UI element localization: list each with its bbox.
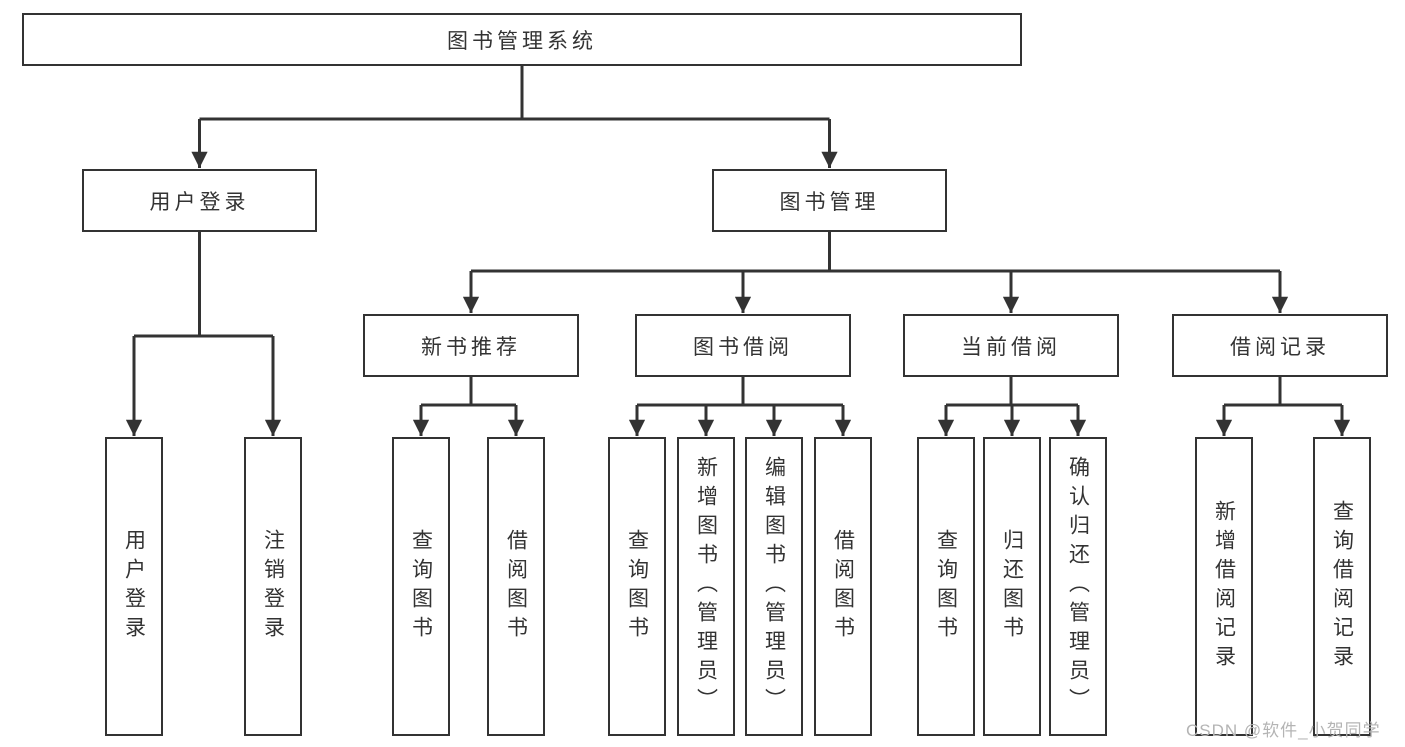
leaf-query-borrow-record: 查询借阅记录 — [1313, 437, 1371, 736]
node-label: 新增借阅记录 — [1212, 499, 1236, 674]
node-label: 查询图书 — [409, 528, 433, 645]
node-label: 图书管理 — [779, 190, 880, 214]
node-label: 查询图书 — [934, 528, 958, 645]
leaf-user-login: 用户登录 — [105, 437, 163, 736]
leaf-confirm-return-admin: 确认归还（管理员） — [1049, 437, 1107, 736]
node-user-login: 用户登录 — [82, 169, 317, 232]
leaf-borrow-books: 借阅图书 — [814, 437, 872, 736]
node-new-book-recommend: 新书推荐 — [363, 314, 579, 377]
node-label: 图书管理系统 — [447, 29, 597, 53]
leaf-query-books-borrow: 查询图书 — [608, 437, 666, 736]
node-label: 注销登录 — [261, 528, 285, 645]
node-label: 用户登录 — [122, 528, 146, 645]
node-label: 确认归还（管理员） — [1066, 456, 1090, 717]
csdn-watermark: CSDN @软件_小贺同学 — [1186, 721, 1381, 740]
node-book-management: 图书管理 — [712, 169, 947, 232]
leaf-borrow-books-recommend: 借阅图书 — [487, 437, 545, 736]
leaf-query-books-current: 查询图书 — [917, 437, 975, 736]
node-book-borrow: 图书借阅 — [635, 314, 851, 377]
leaf-return-books: 归还图书 — [983, 437, 1041, 736]
node-label: 归还图书 — [1000, 528, 1024, 645]
leaf-edit-books-admin: 编辑图书（管理员） — [745, 437, 803, 736]
node-borrow-records: 借阅记录 — [1172, 314, 1388, 377]
leaf-query-books-recommend: 查询图书 — [392, 437, 450, 736]
leaf-add-books-admin: 新增图书（管理员） — [677, 437, 735, 736]
node-label: 借阅图书 — [504, 528, 528, 645]
node-label: 新书推荐 — [421, 335, 521, 359]
node-label: 新增图书（管理员） — [694, 456, 718, 717]
node-label: 借阅记录 — [1230, 335, 1330, 359]
node-label: 图书借阅 — [693, 335, 793, 359]
node-label: 当前借阅 — [961, 335, 1061, 359]
node-label: 查询图书 — [625, 528, 649, 645]
leaf-add-borrow-record: 新增借阅记录 — [1195, 437, 1253, 736]
node-label: 编辑图书（管理员） — [762, 456, 786, 717]
node-current-borrow: 当前借阅 — [903, 314, 1119, 377]
node-label: 借阅图书 — [831, 528, 855, 645]
node-library-management-system: 图书管理系统 — [22, 13, 1022, 66]
node-label: 查询借阅记录 — [1330, 499, 1354, 674]
leaf-logout: 注销登录 — [244, 437, 302, 736]
node-label: 用户登录 — [149, 190, 250, 214]
